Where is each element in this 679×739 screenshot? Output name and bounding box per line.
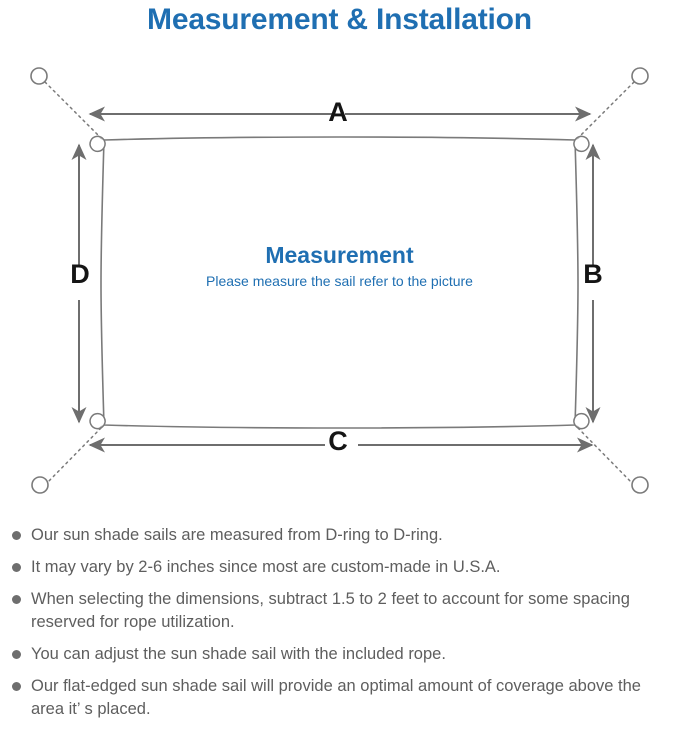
dimension-label-a: A	[328, 97, 348, 127]
anchor-circle-top-left	[30, 67, 48, 85]
bullet-icon	[12, 531, 21, 540]
dimension-label-c: C	[328, 426, 348, 456]
measurement-diagram	[30, 67, 649, 494]
d-ring-bottom-right	[573, 412, 590, 431]
list-item: When selecting the dimensions, subtract …	[0, 588, 679, 634]
rope-line-top-left	[44, 81, 102, 139]
anchor-circle-bottom-right	[631, 476, 649, 494]
note-text: You can adjust the sun shade sail with t…	[31, 645, 446, 663]
list-item: It may vary by 2-6 inches since most are…	[0, 556, 679, 579]
d-ring-top-left	[89, 134, 110, 153]
page-title: Measurement & Installation	[147, 3, 532, 36]
bullet-icon	[12, 563, 21, 572]
anchor-circle-top-right	[631, 67, 649, 85]
d-ring-bottom-left	[89, 412, 106, 431]
note-text: Our flat-edged sun shade sail will provi…	[31, 677, 641, 718]
dimension-label-b: B	[583, 259, 603, 289]
note-text: It may vary by 2-6 inches since most are…	[31, 558, 501, 576]
rope-line-bottom-right	[577, 427, 635, 486]
dimension-label-d: D	[70, 259, 90, 289]
list-item: Our sun shade sails are measured from D-…	[0, 524, 679, 547]
note-text: When selecting the dimensions, subtract …	[31, 590, 630, 631]
bullet-icon	[12, 595, 21, 604]
sail-body-outline	[100, 136, 579, 429]
d-ring-top-right	[573, 134, 590, 153]
list-item: Our flat-edged sun shade sail will provi…	[0, 675, 679, 721]
list-item: You can adjust the sun shade sail with t…	[0, 643, 679, 666]
note-text: Our sun shade sails are measured from D-…	[31, 526, 443, 544]
bullet-icon	[12, 682, 21, 691]
notes-list: Our sun shade sails are measured from D-…	[0, 524, 679, 730]
rope-line-bottom-left	[44, 427, 102, 486]
rope-line-top-right	[577, 81, 635, 139]
anchor-circle-bottom-left	[31, 476, 49, 494]
bullet-icon	[12, 650, 21, 659]
